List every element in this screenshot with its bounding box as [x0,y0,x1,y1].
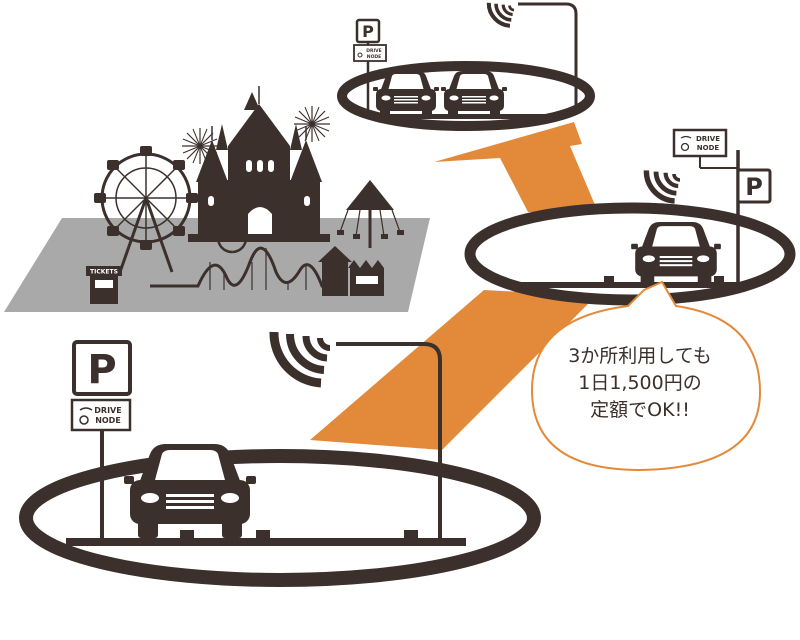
drive-node-line1: DRIVE [366,48,381,54]
parking-sign-letter: P [745,173,763,201]
fireworks-icon [181,127,219,165]
ticket-booth-label: TICKETS [90,269,118,276]
bubble-line-1: 3か所利用しても [568,345,712,367]
castle-icon [188,86,330,242]
wifi-signal-icon [646,170,680,201]
parking-sign-icon: P [736,168,772,204]
parking-lot-3: P DRIVE NODE [337,3,595,131]
drive-node-sign: DRIVE NODE [672,128,738,169]
speech-bubble [530,280,762,472]
food-stand-icon [318,246,384,296]
drive-node-line2: NODE [367,54,381,60]
drive-node-line2: NODE [95,416,121,425]
ticket-booth-icon: TICKETS [86,266,122,304]
speech-bubble-text: 3か所利用しても 1日1,500円の 定額でOK!! [532,343,748,424]
ferris-wheel-icon [94,146,198,273]
drive-node-line2: NODE [697,144,720,152]
wifi-signal-icon [489,3,514,26]
drive-node-sign: DRIVE NODE [353,44,387,62]
parking-sign-letter: P [87,347,116,393]
fireworks-icon [293,105,331,143]
roller-coaster-icon [150,222,330,290]
parking-lot-1: P DRIVE NODE [19,332,541,587]
route-band-lower [310,290,596,450]
bubble-line-3: 定額でOK!! [590,399,690,421]
wifi-signal-icon [274,332,330,383]
parking-sign-icon: P [72,340,132,396]
amusement-park: TICKETS [4,86,430,312]
parking-sign-letter: P [362,22,374,41]
parking-sign-icon: P [355,18,381,44]
drive-node-line1: DRIVE [696,135,720,143]
drive-node-line1: DRIVE [94,406,121,415]
parking-lot-2: P DRIVE NODE [464,128,796,306]
bubble-line-2: 1日1,500円の [578,372,702,394]
route-band-upper [434,122,598,212]
swing-ride-icon [337,180,404,248]
drive-node-sign: DRIVE NODE [70,398,132,432]
